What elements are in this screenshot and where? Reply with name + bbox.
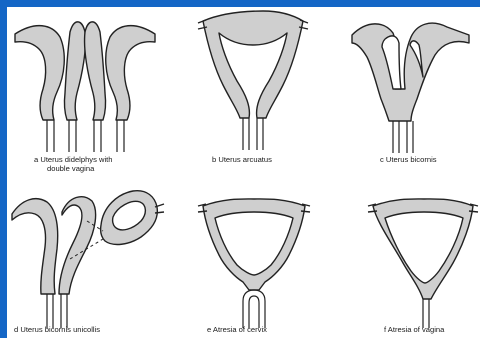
caption-b-line1: b Uterus arcuatus — [212, 155, 272, 164]
figure-panel: a Uterus didelphys with double vagina b … — [7, 7, 480, 338]
caption-c-line1: c Uterus bicornis — [380, 155, 437, 164]
caption-a-line2: double vagina — [34, 164, 113, 173]
caption-f-line1: f Atresia of vagina — [384, 325, 444, 334]
caption-e: e Atresia of cervix — [207, 325, 267, 334]
caption-f: f Atresia of vagina — [384, 325, 444, 334]
caption-c: c Uterus bicornis — [380, 155, 437, 164]
caption-a: a Uterus didelphys with double vagina — [34, 155, 113, 173]
diagram-d-uterus-bicornis-unicollis — [12, 191, 164, 328]
diagram-e-atresia-cervix — [198, 199, 310, 328]
caption-d-line1: d Uterus bicornis unicollis — [14, 325, 100, 334]
diagram-a-uterus-didelphys — [15, 22, 155, 152]
diagram-b-uterus-arcuatus — [198, 11, 308, 150]
diagram-f-atresia-vagina — [368, 199, 478, 328]
diagram-c-uterus-bicornis — [352, 23, 469, 153]
caption-b: b Uterus arcuatus — [212, 155, 272, 164]
caption-e-line1: e Atresia of cervix — [207, 325, 267, 334]
caption-d: d Uterus bicornis unicollis — [14, 325, 100, 334]
caption-a-line1: a Uterus didelphys with — [34, 155, 113, 164]
